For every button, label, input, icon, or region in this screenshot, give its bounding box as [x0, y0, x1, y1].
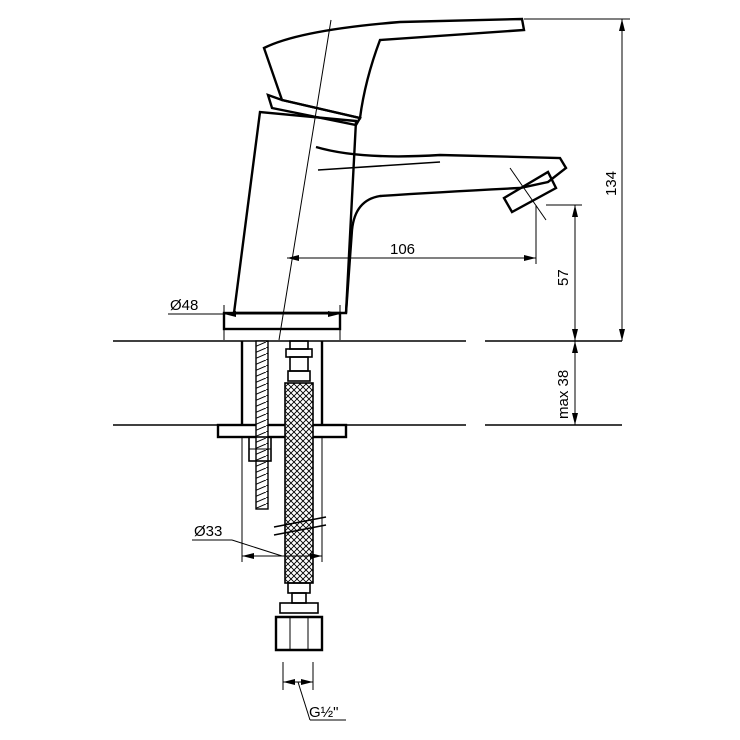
- center-axis: [278, 19, 332, 341]
- dimension-max-38-label: max 38: [555, 370, 572, 419]
- spout-axis: [509, 167, 547, 221]
- dimension-57: 57: [546, 204, 582, 341]
- shank: [240, 341, 324, 425]
- dimension-106: 106: [287, 205, 537, 264]
- lever-hinge: [266, 93, 362, 127]
- hose-nut: [274, 615, 324, 652]
- dimension-diameter-33: Ø33: [192, 437, 323, 562]
- mounting-washer: [216, 423, 348, 439]
- dimension-max-38: max 38: [555, 341, 578, 425]
- flexible-hose: [274, 340, 324, 652]
- threaded-rod: [255, 340, 269, 510]
- lever-handle: [262, 17, 526, 120]
- dimension-57-label: 57: [555, 269, 572, 286]
- dimension-134-label: 134: [603, 171, 620, 196]
- dimension-thread-g-half-label: G½": [309, 704, 339, 721]
- spout: [315, 145, 568, 314]
- body-column: [232, 110, 358, 315]
- dimension-diameter-33-label: Ø33: [194, 523, 222, 540]
- aerator: [502, 170, 558, 214]
- dimension-diameter-48: Ø48: [168, 297, 341, 340]
- dimension-134: 134: [524, 18, 630, 341]
- dimension-106-label: 106: [390, 241, 415, 258]
- dimension-thread-g-half: G½": [282, 662, 346, 721]
- dimension-diameter-48-label: Ø48: [170, 297, 198, 314]
